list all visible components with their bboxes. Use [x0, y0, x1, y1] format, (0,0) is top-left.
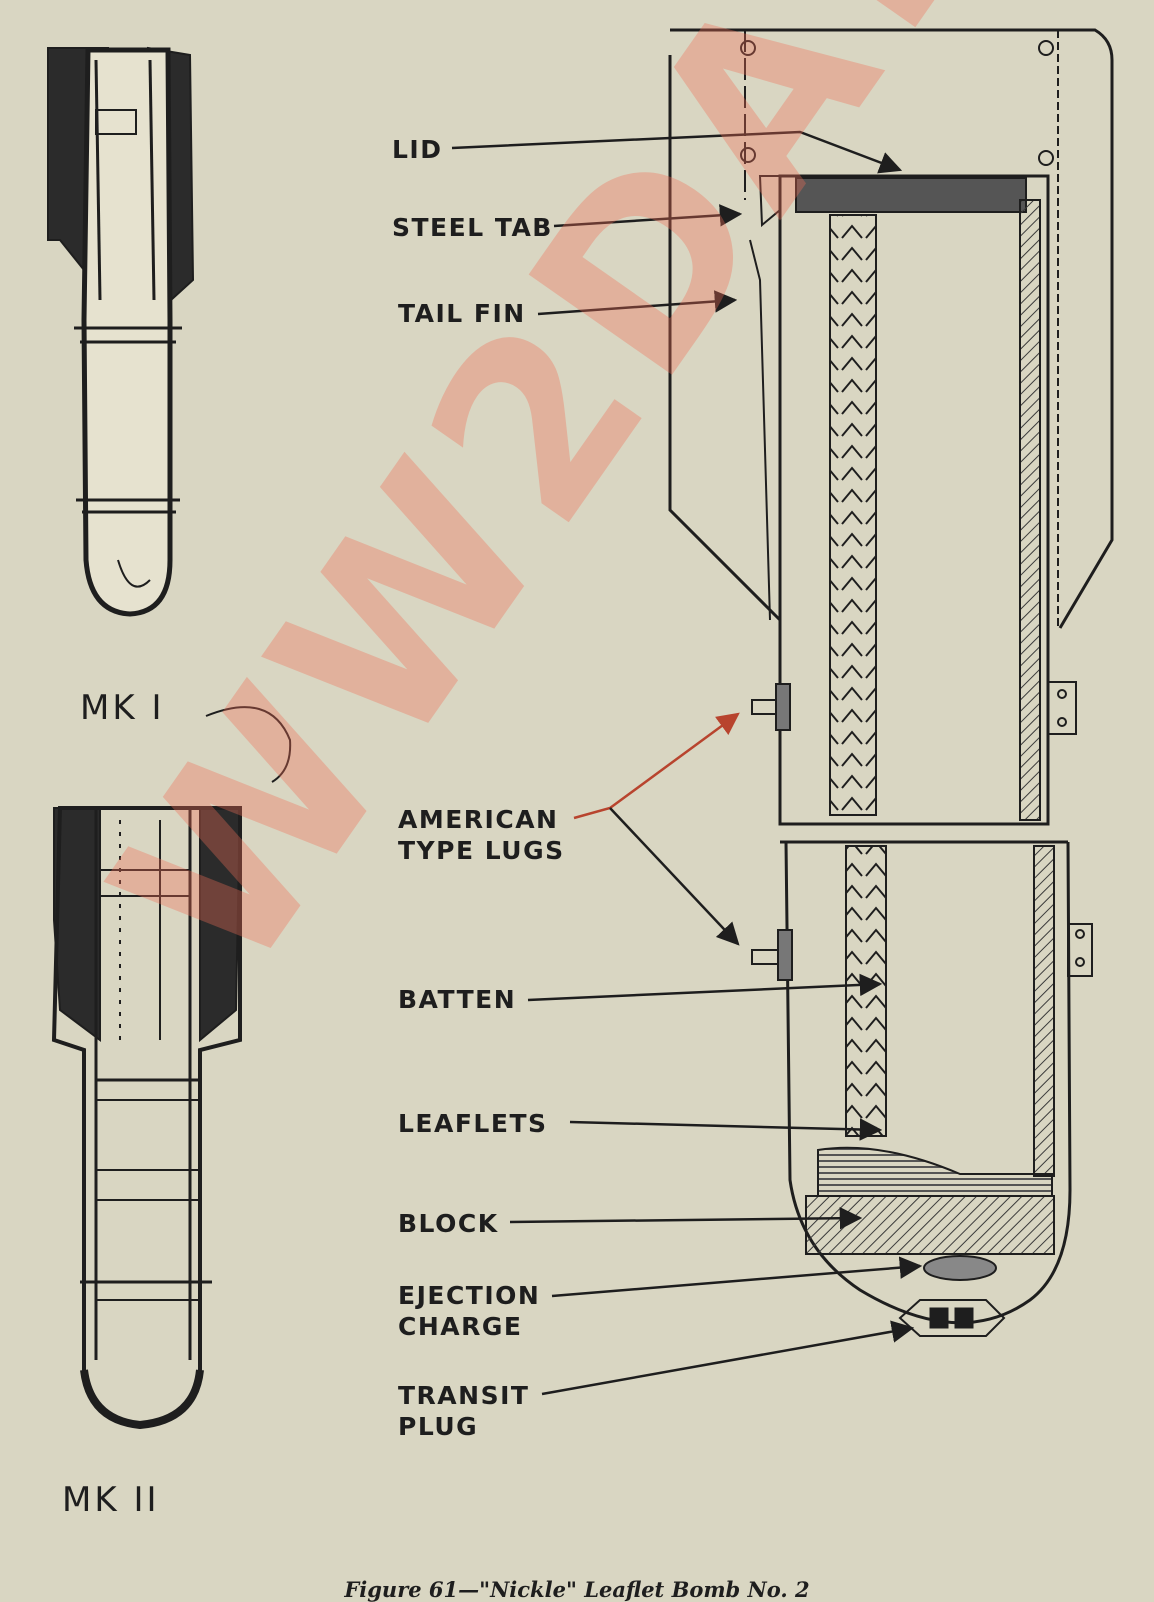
arc-mark: [205, 706, 292, 783]
label-ejection-charge-line2: CHARGE: [398, 1312, 523, 1341]
leader-tail-fin: [537, 290, 738, 316]
mk1-bomb-drawing: [47, 46, 195, 617]
label-tail-fin: TAIL FIN: [398, 299, 526, 328]
leader-steel-tab: [553, 204, 743, 228]
label-mk1: MK I: [80, 688, 165, 728]
leader-lugs-lower: [609, 807, 740, 946]
leader-lugs-upper: [573, 712, 740, 820]
label-ejection-charge-line1: EJECTION: [398, 1281, 541, 1310]
leader-transit-plug: [541, 1320, 915, 1396]
label-american-type-lugs-line1: AMERICAN: [398, 805, 559, 834]
label-transit-plug-line1: TRANSIT: [398, 1381, 530, 1410]
mk2-bomb-drawing: [51, 806, 242, 1430]
label-steel-tab: STEEL TAB: [392, 213, 553, 242]
leader-ejection-charge: [551, 1256, 923, 1298]
cutaway-bomb-drawing: [668, 28, 1114, 1337]
leader-block: [509, 1206, 863, 1230]
figure-caption: Figure 61—"Nickle" Leaflet Bomb No. 2: [344, 1577, 810, 1602]
leader-lid: [451, 130, 903, 174]
leader-batten: [527, 973, 883, 1002]
label-transit-plug-line2: PLUG: [398, 1412, 479, 1441]
label-mk2: MK II: [62, 1480, 160, 1520]
leader-leaflets: [569, 1118, 883, 1141]
label-lid: LID: [392, 135, 443, 164]
label-ejection-charge: EJECTION CHARGE: [398, 1280, 540, 1342]
label-american-type-lugs-line2: TYPE LUGS: [398, 836, 565, 865]
label-american-type-lugs: AMERICAN TYPE LUGS: [398, 804, 565, 866]
label-leaflets: LEAFLETS: [398, 1109, 548, 1138]
leader-lines: [451, 130, 923, 1396]
label-transit-plug: TRANSIT PLUG: [398, 1380, 529, 1442]
label-batten: BATTEN: [398, 985, 517, 1014]
label-block: BLOCK: [398, 1209, 499, 1238]
